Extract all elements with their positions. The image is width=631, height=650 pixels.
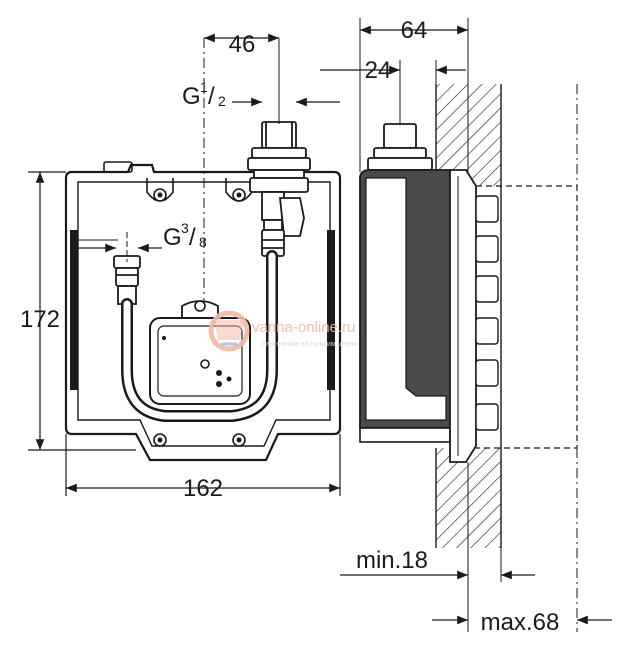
dim-24: 24 xyxy=(365,57,392,84)
flex-hose-core xyxy=(123,252,276,420)
side-box-back xyxy=(359,427,451,443)
svg-text:8: 8 xyxy=(199,234,207,250)
dim-162: 162 xyxy=(183,475,223,502)
left-rib xyxy=(70,230,78,390)
dim-172: 172 xyxy=(20,306,60,333)
top-tab xyxy=(103,161,133,173)
watermark-logo-icon xyxy=(208,310,250,352)
dimension-lines xyxy=(28,25,612,625)
solenoid-module xyxy=(149,300,251,405)
dim-max-68: max.68 xyxy=(481,609,560,636)
side-flange xyxy=(449,169,477,463)
side-cavity-outline xyxy=(476,185,578,449)
watermark: vanna-online.ru сантехника по лучшим цен… xyxy=(208,310,358,352)
side-box-window xyxy=(365,177,447,421)
watermark-site: vanna-online.ru xyxy=(252,319,355,336)
dim-min-18: min.18 xyxy=(356,547,428,574)
svg-text:3: 3 xyxy=(181,220,189,236)
front-housing-outline xyxy=(64,163,342,462)
mounting-hole-bottom-left xyxy=(153,433,167,447)
svg-text:/: / xyxy=(208,83,215,110)
svg-text:2: 2 xyxy=(218,93,226,109)
dim-46: 46 xyxy=(229,31,256,58)
inlet-fitting xyxy=(113,255,141,305)
mounting-hole-left xyxy=(146,178,174,202)
mounting-hole-bottom-right xyxy=(232,433,246,447)
svg-text:G: G xyxy=(182,83,201,110)
svg-text:1: 1 xyxy=(200,79,208,95)
side-outlet-fitting xyxy=(367,123,433,171)
right-rib xyxy=(327,230,335,390)
dim-64: 64 xyxy=(401,17,428,44)
front-view xyxy=(64,38,342,462)
svg-text:/: / xyxy=(189,224,196,251)
thread-label-inlet: G 3 / 8 xyxy=(163,220,207,251)
thread-label-outlet: G 1 / 2 xyxy=(182,79,226,110)
side-view xyxy=(359,18,578,632)
watermark-tagline: сантехника по лучшим ценам xyxy=(262,341,358,348)
svg-text:G: G xyxy=(163,224,182,251)
side-rib-slots xyxy=(475,195,499,431)
outlet-fitting xyxy=(247,121,311,257)
